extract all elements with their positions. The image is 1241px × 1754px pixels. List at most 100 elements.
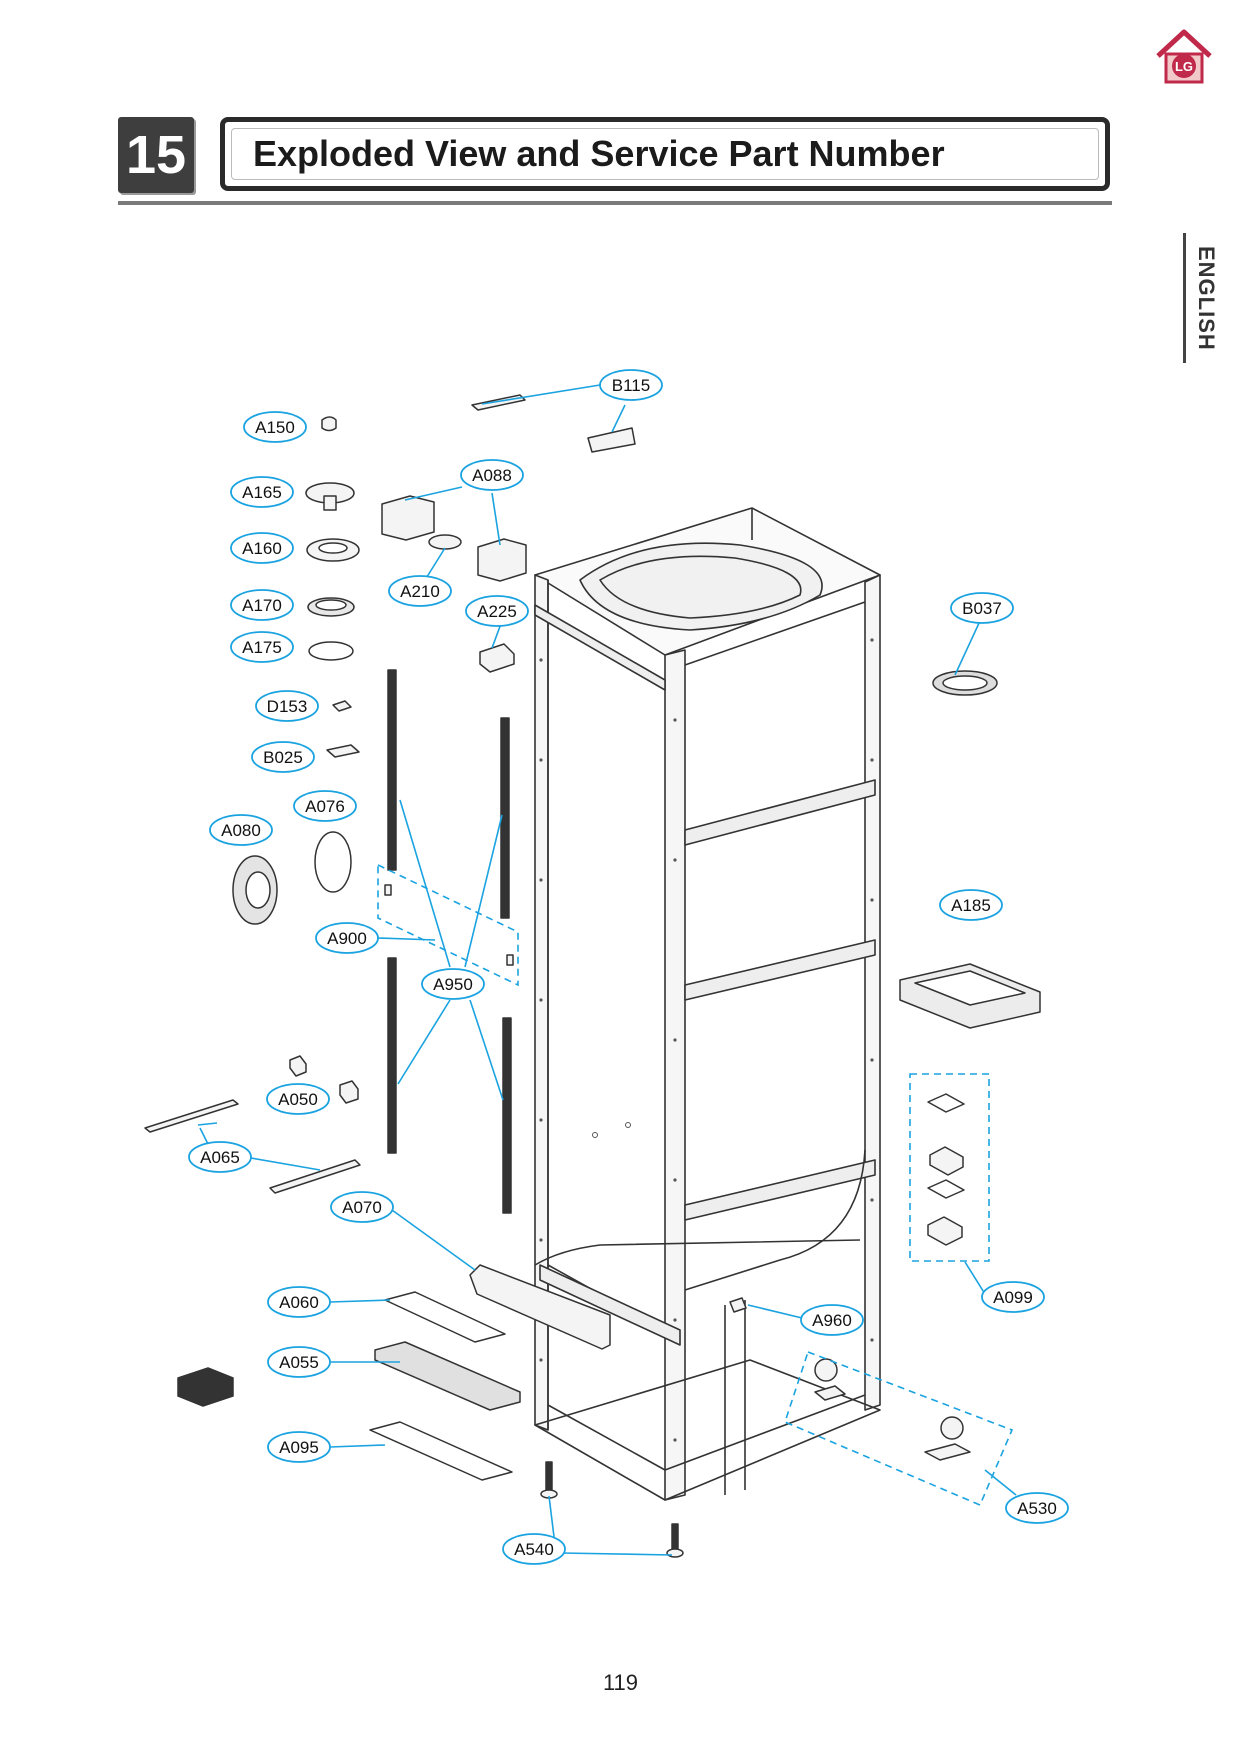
b025-part bbox=[326, 744, 360, 758]
svg-text:B025: B025 bbox=[263, 748, 303, 767]
a540-foot-1 bbox=[545, 1461, 553, 1493]
svg-text:A150: A150 bbox=[255, 418, 295, 437]
a088-box-1 bbox=[381, 495, 435, 541]
svg-text:A095: A095 bbox=[279, 1438, 319, 1457]
lg-home-logo-icon: LG bbox=[1156, 29, 1212, 84]
a900-clip-1 bbox=[384, 884, 392, 896]
svg-text:A050: A050 bbox=[278, 1090, 318, 1109]
callout-a150: A150 bbox=[243, 411, 307, 443]
callout-labels: B115 A150 A088 A165 A160 A210 A170 A225 … bbox=[188, 369, 1069, 1565]
a950-strip-1 bbox=[387, 669, 397, 871]
a225-part bbox=[479, 643, 515, 673]
callout-a165: A165 bbox=[230, 476, 294, 508]
svg-text:A065: A065 bbox=[200, 1148, 240, 1167]
b115-hinge-bottom bbox=[587, 427, 636, 453]
svg-text:A060: A060 bbox=[279, 1293, 319, 1312]
callout-a530: A530 bbox=[1005, 1492, 1069, 1524]
svg-text:A900: A900 bbox=[327, 929, 367, 948]
svg-text:B115: B115 bbox=[612, 376, 650, 395]
callout-b115: B115 bbox=[599, 369, 663, 401]
svg-text:A530: A530 bbox=[1017, 1499, 1057, 1518]
a099-part-3 bbox=[927, 1179, 965, 1199]
page-title: Exploded View and Service Part Number bbox=[253, 133, 945, 174]
callout-a055: A055 bbox=[267, 1346, 331, 1378]
a900-group-box bbox=[377, 863, 519, 987]
b115-hinge-top bbox=[471, 394, 526, 411]
callout-a080: A080 bbox=[209, 814, 273, 846]
callout-a225: A225 bbox=[465, 595, 529, 627]
svg-text:A055: A055 bbox=[279, 1353, 319, 1372]
svg-text:A540: A540 bbox=[514, 1540, 554, 1559]
a050-part-1 bbox=[289, 1055, 307, 1077]
refrigerator-cabinet bbox=[534, 507, 881, 1501]
callout-b025: B025 bbox=[251, 741, 315, 773]
callout-a210: A210 bbox=[388, 575, 452, 607]
svg-text:A080: A080 bbox=[221, 821, 261, 840]
part-drawings bbox=[144, 394, 1041, 1558]
a165-stem bbox=[323, 495, 337, 511]
callout-b037: B037 bbox=[950, 592, 1014, 624]
svg-text:A160: A160 bbox=[242, 539, 282, 558]
page-number: 119 bbox=[602, 1670, 639, 1695]
a070-rail bbox=[469, 1264, 611, 1350]
a055-frame bbox=[374, 1341, 521, 1411]
callout-a070: A070 bbox=[330, 1191, 394, 1223]
callout-a185: A185 bbox=[939, 889, 1003, 921]
callout-a170: A170 bbox=[230, 589, 294, 621]
a530-part-1 bbox=[814, 1358, 838, 1382]
a540-foot-2 bbox=[671, 1523, 679, 1553]
callout-d153: D153 bbox=[255, 690, 319, 722]
svg-text:A185: A185 bbox=[951, 896, 991, 915]
title-underline bbox=[118, 201, 1112, 205]
a099-part-1 bbox=[927, 1093, 965, 1113]
svg-text:A070: A070 bbox=[342, 1198, 382, 1217]
a099-part-2 bbox=[929, 1146, 964, 1176]
a175-gasket bbox=[308, 641, 354, 661]
a099-part-4 bbox=[927, 1216, 963, 1246]
svg-text:LG: LG bbox=[1175, 59, 1193, 74]
d153-part bbox=[332, 700, 352, 712]
a950-strip-2 bbox=[500, 717, 510, 919]
a060-frame bbox=[384, 1291, 506, 1343]
section-title-box: Exploded View and Service Part Number bbox=[220, 117, 1110, 191]
callout-a065: A065 bbox=[188, 1141, 252, 1173]
svg-text:A076: A076 bbox=[305, 797, 345, 816]
callout-a099: A099 bbox=[981, 1281, 1045, 1313]
callout-a960: A960 bbox=[800, 1304, 864, 1336]
language-label: ENGLISH bbox=[1194, 245, 1219, 351]
a099-group-box bbox=[909, 1073, 990, 1262]
a530-group-box bbox=[784, 1350, 1014, 1507]
svg-text:B037: B037 bbox=[962, 599, 1002, 618]
callout-a050: A050 bbox=[266, 1083, 330, 1115]
callout-a060: A060 bbox=[267, 1286, 331, 1318]
language-tab: ENGLISH bbox=[1183, 233, 1226, 363]
callout-a160: A160 bbox=[230, 532, 294, 564]
a065-rail-2 bbox=[269, 1159, 361, 1194]
callout-a900: A900 bbox=[315, 922, 379, 954]
a210-part bbox=[428, 534, 462, 550]
callout-a095: A095 bbox=[267, 1431, 331, 1463]
a950-strip-3 bbox=[387, 957, 397, 1154]
a950-strip-4 bbox=[502, 1017, 512, 1214]
svg-text:A088: A088 bbox=[472, 466, 512, 485]
leader-lines bbox=[197, 384, 1017, 1556]
svg-text:A165: A165 bbox=[242, 483, 282, 502]
section-number: 15 bbox=[118, 117, 194, 193]
a530-part-2 bbox=[940, 1416, 964, 1440]
callout-a540: A540 bbox=[502, 1533, 566, 1565]
a900-clip-2 bbox=[506, 954, 514, 966]
a088-box-2 bbox=[477, 538, 527, 582]
a065-rail bbox=[144, 1099, 239, 1133]
svg-text:A099: A099 bbox=[993, 1288, 1033, 1307]
callout-a088: A088 bbox=[460, 459, 524, 491]
a150-cap bbox=[321, 416, 337, 432]
svg-text:A175: A175 bbox=[242, 638, 282, 657]
a960-part bbox=[729, 1297, 747, 1313]
callout-a950: A950 bbox=[421, 968, 485, 1000]
svg-text:A210: A210 bbox=[400, 582, 440, 601]
base-block-part bbox=[177, 1367, 234, 1407]
svg-text:A170: A170 bbox=[242, 596, 282, 615]
a095-gasket bbox=[369, 1421, 513, 1481]
a050-part-2 bbox=[339, 1080, 359, 1104]
